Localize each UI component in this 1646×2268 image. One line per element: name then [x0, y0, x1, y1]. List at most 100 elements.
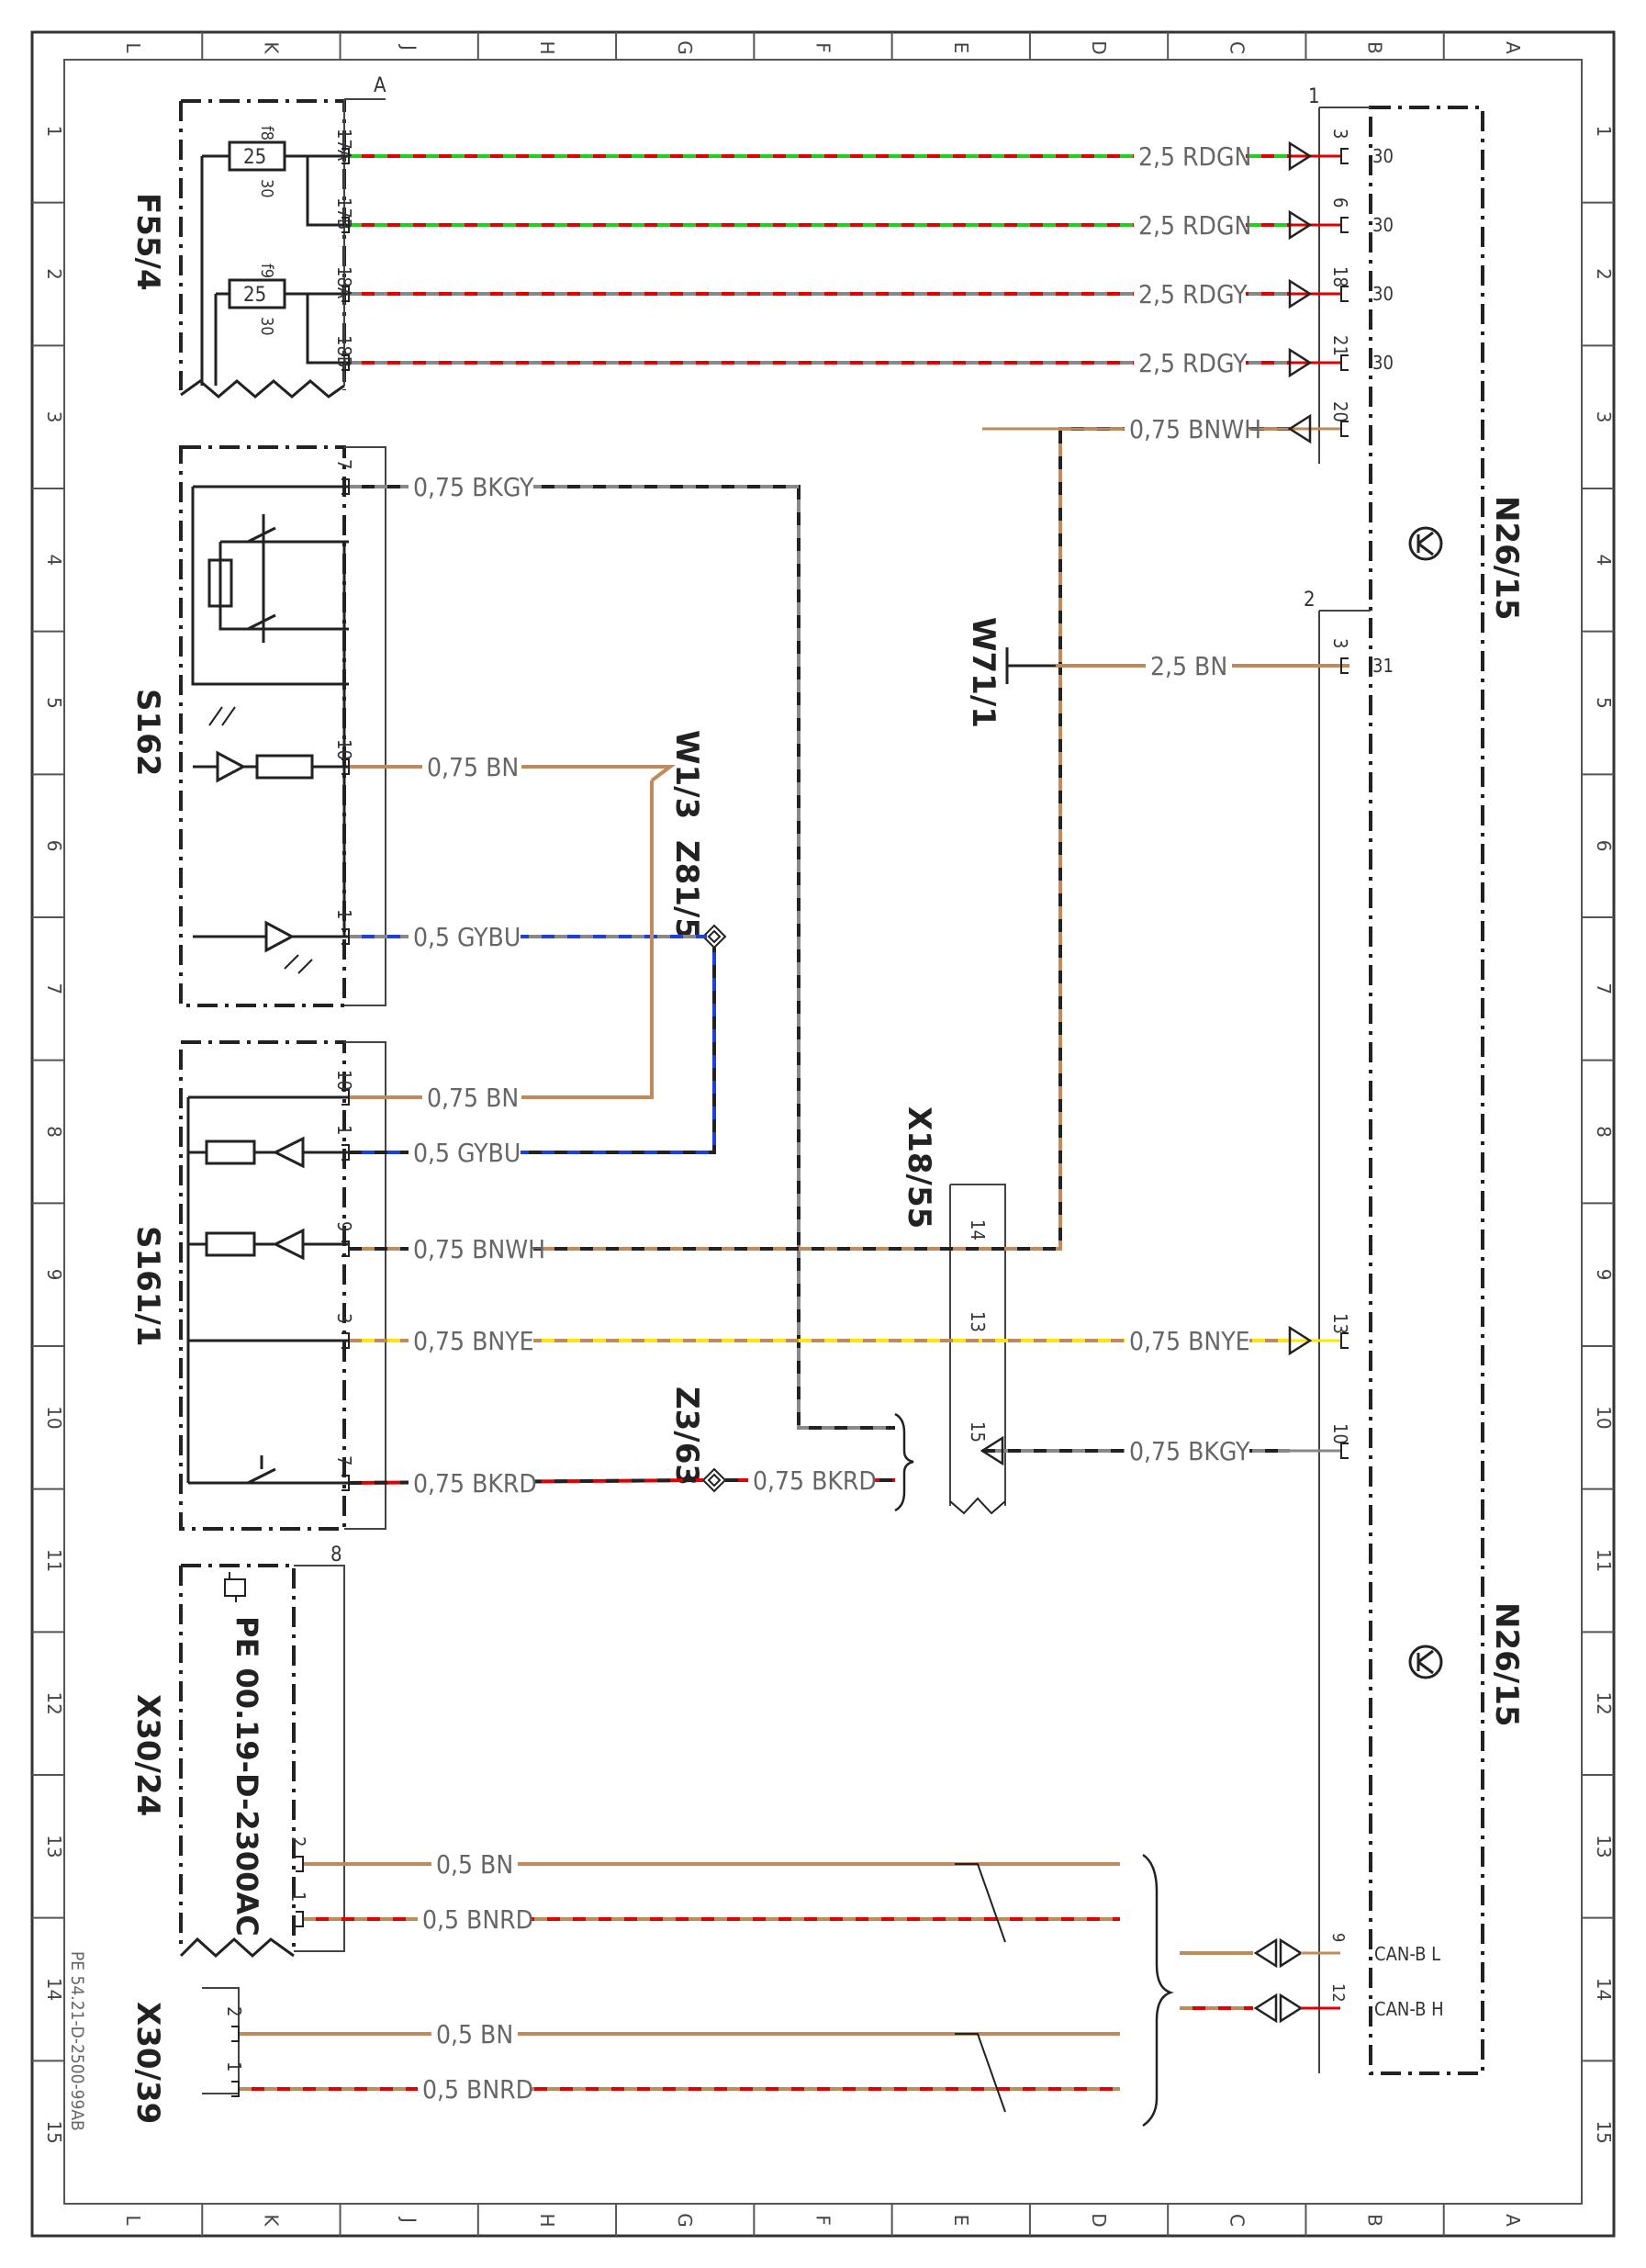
direction-arrow-icon	[1288, 1325, 1313, 1356]
pin-number: 9	[333, 1221, 355, 1231]
n26-15-label-top: N26/15	[1488, 496, 1525, 621]
grid-number: 4	[43, 554, 65, 566]
pin-socket	[1340, 217, 1349, 233]
grid-number: 8	[43, 1126, 65, 1138]
pin-number: 17B	[333, 197, 355, 230]
wire-label-bg	[431, 1849, 518, 1879]
grid-number: 15	[43, 2120, 65, 2143]
direction-arrow-icon	[1287, 413, 1312, 444]
grid-number: 4	[1593, 554, 1615, 566]
grid-letter: F	[812, 2215, 834, 2226]
grid-number: 13	[1593, 1835, 1615, 1858]
pin-socket	[296, 1911, 304, 1927]
fuse-f8-id: f8	[257, 126, 276, 140]
x18-55-break	[949, 1497, 1006, 1515]
wire-stripe-5	[982, 427, 1290, 1251]
w1-3-label: W1/3	[668, 730, 705, 819]
x18-55-pin: 13	[967, 1311, 989, 1332]
terminal-number: 30	[1372, 145, 1394, 167]
grid-ticks	[32, 32, 1614, 2236]
n26-15-module: 1 2 N26/15 N26/15	[1304, 85, 1525, 2075]
fuse-f9-id: f9	[257, 264, 276, 278]
pin-number: 21	[1329, 335, 1351, 356]
n26-connector-2: 2	[1304, 589, 1316, 612]
grid-letter: K	[260, 41, 282, 54]
terminal-number: 31	[1372, 655, 1394, 677]
pin-socket	[342, 1144, 350, 1161]
grid-letter: H	[536, 40, 558, 54]
wire-label-bg	[1125, 1326, 1249, 1355]
grid-letter: G	[674, 40, 696, 55]
s162-label: S162	[129, 689, 166, 776]
pin-socket	[342, 1089, 350, 1106]
transistor-icon	[1408, 526, 1443, 1679]
wire-label-bg	[748, 1465, 873, 1495]
direction-arrow-icon	[1288, 347, 1313, 378]
grid-letter: H	[536, 2213, 558, 2227]
fuse-f8-pin: 30	[257, 179, 276, 198]
grid-letter: E	[950, 2215, 972, 2227]
x18-55-label: X18/55	[901, 1106, 937, 1229]
twisted-pair-markers	[955, 1863, 1006, 2113]
grid-number: 6	[1593, 840, 1615, 852]
x18-brace	[894, 1412, 914, 1512]
can-brace	[1142, 1853, 1174, 2128]
pin-number: 13	[1329, 1313, 1351, 1334]
wire-label-bg	[409, 1326, 533, 1355]
n26-connector-1: 1	[1308, 85, 1320, 108]
direction-arrow-icon	[1288, 140, 1313, 172]
z3-63-splice-icon	[701, 1467, 727, 1493]
grid-letter: D	[1088, 40, 1110, 54]
pin-socket	[342, 758, 350, 775]
grid-number: 11	[1593, 1549, 1615, 1572]
grid-letter: B	[1364, 2214, 1386, 2227]
terminal-number: 30	[1372, 352, 1394, 374]
wire-label: 2,5 RDGY	[1138, 279, 1248, 309]
pin-number: 10	[333, 1070, 355, 1091]
fuse-f9-pin: 30	[257, 317, 276, 336]
terminal-number: 30	[1372, 214, 1394, 236]
wire-label: 0,75 BKRD	[413, 1468, 537, 1499]
pin-number: 1	[333, 909, 355, 919]
wire-label-bg	[422, 1083, 521, 1112]
grid-number: 7	[43, 982, 65, 994]
grid-number: 9	[1593, 1269, 1615, 1281]
grid-number: 5	[43, 697, 65, 709]
f55-connector-a: A	[374, 74, 386, 97]
pin-number: 7	[333, 1455, 355, 1465]
wire-label: 2,5 RDGN	[1138, 210, 1251, 241]
pin-number: 10	[1329, 1423, 1351, 1444]
grid-number: 3	[1593, 411, 1615, 423]
pin-socket	[342, 478, 350, 495]
can-b-l-label: CAN-B L	[1374, 1943, 1440, 1965]
hand-pointer-icon	[224, 1572, 246, 1602]
pin-socket	[342, 286, 350, 302]
pin-socket	[1340, 286, 1349, 302]
grid-number: 10	[1593, 1406, 1615, 1429]
bidirectional-arrow-icon	[1253, 1993, 1304, 2024]
wire-label-bg	[431, 2019, 518, 2049]
wire-label: 0,5 BN	[436, 2019, 513, 2049]
can-l-pin: 9	[1328, 1933, 1348, 1942]
grid-letter: G	[674, 2213, 696, 2228]
wire-label: 0,5 BNRD	[422, 1904, 533, 1935]
grid-number: 7	[1593, 982, 1615, 994]
wire-label: 0,75 BN	[427, 752, 519, 782]
wire-label: 0,75 BNWH	[413, 1234, 545, 1264]
terminal-number: 30	[1372, 283, 1394, 305]
wire-label-bg	[1134, 279, 1246, 309]
wire-label-bg	[1125, 414, 1249, 443]
grid-letter: J	[398, 43, 420, 51]
wire-label: 0,75 BKRD	[753, 1465, 877, 1496]
pin-socket	[342, 1241, 350, 1257]
wire-label: 2,5 RDGY	[1138, 348, 1248, 378]
pin-number: 20	[1329, 401, 1351, 422]
pin-socket	[1340, 657, 1349, 674]
frame	[30, 30, 1616, 2238]
grid-number: 9	[43, 1269, 65, 1281]
pin-socket	[342, 928, 350, 945]
wire-7	[349, 485, 895, 1430]
pin-number: 3	[1329, 638, 1351, 648]
